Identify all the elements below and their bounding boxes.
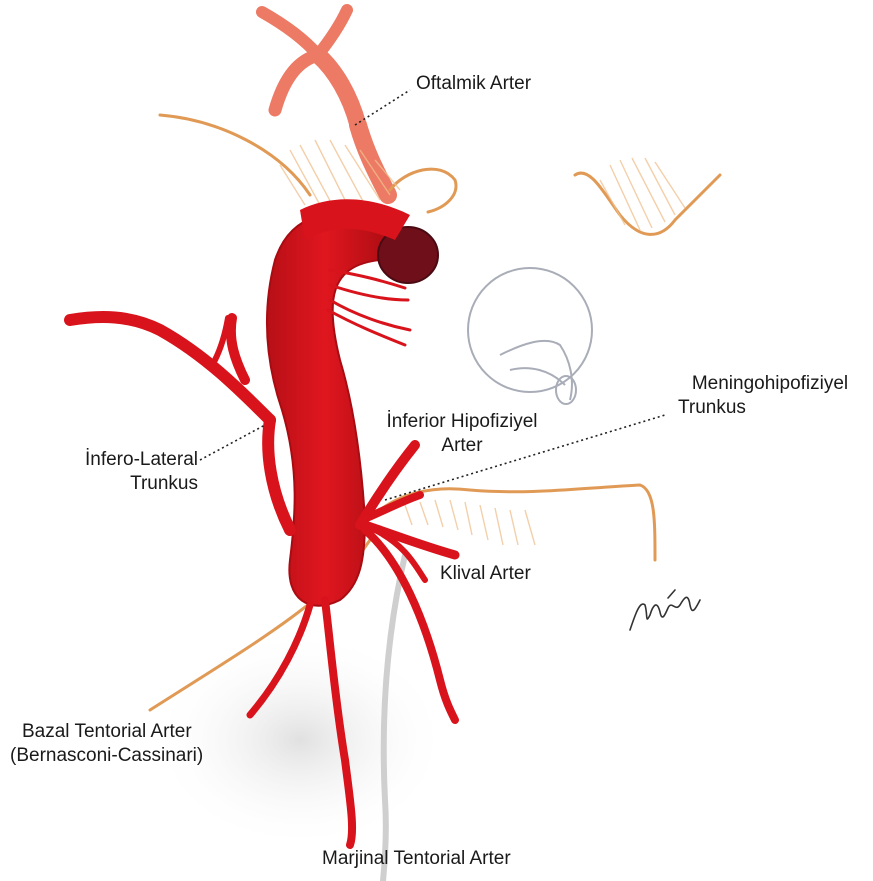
artist-signature [630,590,700,630]
label-inferior-hipofiziyel-line1: İnferior Hipofiziyel [362,410,562,434]
label-meningohipofiziyel-trunkus: Meningohipofiziyel Trunkus [670,372,870,420]
label-inferior-hipofiziyel-arter: İnferior Hipofiziyel Arter [362,410,562,458]
label-inferior-hipofiziyel-line2: Arter [362,434,562,458]
label-meningohipofiziyel-line2: Trunkus [670,396,870,420]
label-bazal-line2: (Bernasconi-Cassinari) [10,744,203,768]
leader-infero-lateral [200,425,265,460]
pituitary-gland-outline [468,268,592,404]
label-infero-lateral-line2: Trunkus [20,472,198,496]
label-bazal-line1: Bazal Tentorial Arter [10,720,203,744]
label-klival-arter: Klival Arter [440,562,531,586]
label-infero-lateral-trunkus: İnfero-Lateral Trunkus [20,448,198,496]
label-bazal-tentorial-arter: Bazal Tentorial Arter (Bernasconi-Cassin… [10,720,203,768]
label-marjinal-tentorial-arter: Marjinal Tentorial Arter [322,847,511,871]
label-meningohipofiziyel-line1: Meningohipofiziyel [670,372,870,396]
label-infero-lateral-line1: İnfero-Lateral [20,448,198,472]
inferolateral-trunk [70,317,290,530]
label-oftalmik-arter: Oftalmik Arter [416,72,531,96]
